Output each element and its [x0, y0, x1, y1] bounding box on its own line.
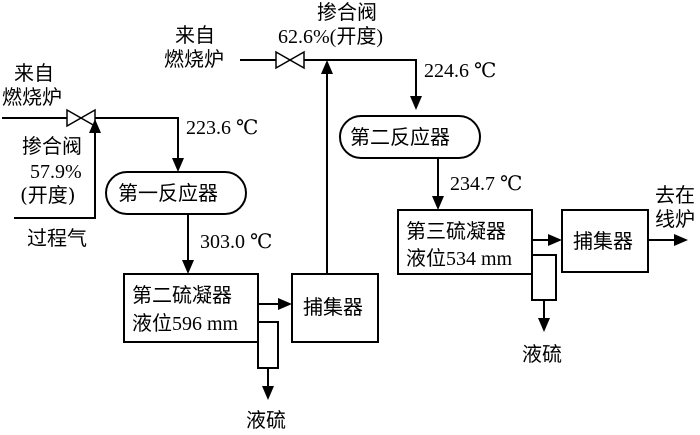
source-label-left-2: 燃烧炉: [2, 85, 62, 109]
mix-valve-1-icon: [66, 108, 96, 128]
arrow-liquid-sulfur-1: [262, 386, 274, 400]
condenser-2-level: 液位596 mm: [132, 312, 239, 335]
mix-valve-2-label-1: 掺合阀: [317, 0, 377, 24]
reactor-1: [105, 171, 247, 215]
drain-loop-2: [531, 254, 557, 301]
arrow-into-collector-1: [278, 298, 292, 310]
mix-valve-1-label-3: (开度): [20, 183, 76, 207]
reactor-1-label: 第一反应器: [118, 181, 218, 205]
source-label-mid-1: 来自: [175, 23, 215, 47]
arrow-liquid-sulfur-2: [538, 318, 550, 332]
mix-valve-2-opening: 62.6%(开度): [278, 25, 383, 48]
condenser-2-label-1: 第二硫凝器: [132, 283, 232, 307]
to-incinerator-label-2: 线炉: [655, 207, 695, 231]
collector-2-label: 捕集器: [573, 229, 633, 253]
arrow-into-collector-2: [548, 234, 562, 246]
condenser-2: [123, 273, 259, 343]
arrow-into-condenser-3: [432, 196, 444, 210]
arrow-into-reactor-1: [172, 158, 184, 172]
condenser-3-level: 液位534 mm: [406, 247, 513, 270]
arrow-riser-into-valve-line: [321, 60, 333, 74]
drain-loop-1: [257, 321, 279, 369]
mix-valve-2-icon: [275, 50, 305, 70]
liquid-sulfur-label-2: 液硫: [522, 342, 562, 366]
to-incinerator-label-1: 去在: [655, 183, 695, 207]
condenser-3: [397, 209, 533, 275]
reactor-2: [339, 115, 481, 159]
arrow-into-condenser-2: [182, 260, 194, 274]
mix-valve-1-label-1: 掺合阀: [22, 134, 82, 158]
temperature-2: 303.0 ℃: [200, 231, 272, 253]
pipe-left-inlet: [2, 117, 179, 158]
temperature-4: 234.7 ℃: [450, 173, 522, 195]
collector-1-label: 捕集器: [303, 295, 363, 319]
arrow-to-incinerator: [674, 234, 688, 246]
temperature-1: 223.6 ℃: [186, 117, 258, 139]
arrow-into-reactor-2: [410, 96, 422, 110]
source-label-mid-2: 燃烧炉: [164, 47, 224, 71]
process-gas-label: 过程气: [27, 226, 87, 250]
reactor-2-label: 第二反应器: [350, 125, 450, 149]
pipe-process-gas: [14, 133, 96, 219]
collector-1: [291, 273, 379, 343]
source-label-left-1: 来自: [14, 61, 54, 85]
liquid-sulfur-label-1: 液硫: [246, 408, 286, 432]
arrow-process-gas: [89, 119, 101, 133]
mix-valve-1-opening: 57.9%: [30, 161, 82, 183]
temperature-3: 224.6 ℃: [424, 60, 496, 82]
condenser-3-label-1: 第三硫凝器: [406, 219, 506, 243]
